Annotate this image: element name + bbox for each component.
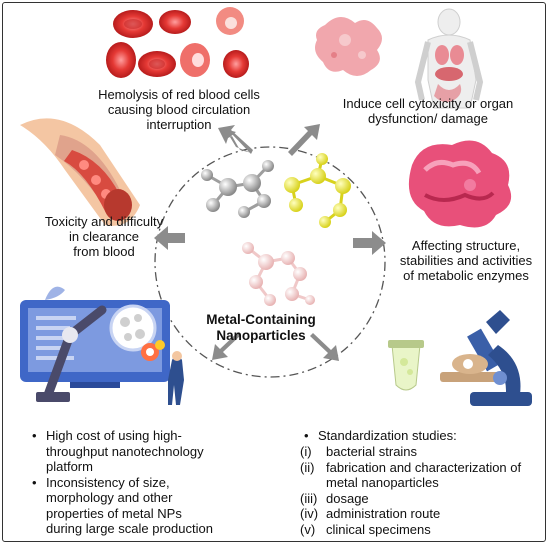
list-item: (iii) dosage <box>300 490 369 506</box>
toxicity-label: Toxicity and difficulty in clearance fro… <box>44 214 164 259</box>
arrow-to-enzymes <box>353 231 386 255</box>
arrow-to-cytotoxicity <box>288 124 320 156</box>
center-title: Metal-Containing Nanoparticles <box>206 312 316 343</box>
arrow-to-cost <box>212 332 241 360</box>
arrow-to-standardization <box>310 333 339 361</box>
list-item: (v) clinical specimens <box>300 521 431 537</box>
cytotoxicity-label: Induce cell cytoxicity or organ dysfunct… <box>342 96 514 126</box>
human-organs-illustration <box>414 8 484 109</box>
damaged-cell-illustration <box>315 16 382 76</box>
red-blood-cells-illustration <box>106 7 249 78</box>
pink-molecule-illustration <box>242 242 315 306</box>
arrow-to-hemolysis <box>218 125 253 154</box>
standardization-list: (i) bacterial strains (ii) fabrication a… <box>300 444 540 537</box>
standardization-heading: Standardization studies: <box>298 428 538 444</box>
cost-challenges-list: High cost of using high- throughput nano… <box>26 428 276 537</box>
list-item: Standardization studies: <box>298 428 538 444</box>
figure-frame <box>2 2 546 542</box>
blood-vessel-illustration <box>20 118 140 226</box>
metabolic-enzyme-illustration <box>408 140 512 228</box>
yellow-molecule-illustration <box>284 153 351 228</box>
list-item: High cost of using high- throughput nano… <box>26 428 276 475</box>
enzymes-label: Affecting structure, stabilities and act… <box>399 238 533 283</box>
central-ring <box>154 146 386 378</box>
list-item: (i) bacterial strains <box>300 444 418 459</box>
nanotechnology-platform-illustration <box>20 286 184 405</box>
list-item: (iv) administration route <box>300 506 441 521</box>
microscope-illustration <box>388 310 532 406</box>
gray-molecule-illustration <box>201 160 274 218</box>
list-item: (ii) fabrication and characterization of… <box>300 459 522 491</box>
list-item: Inconsistency of size, morphology and ot… <box>26 475 276 537</box>
arrow-to-toxicity <box>154 226 185 250</box>
hemolysis-label: Hemolysis of red blood cells causing blo… <box>98 87 260 132</box>
